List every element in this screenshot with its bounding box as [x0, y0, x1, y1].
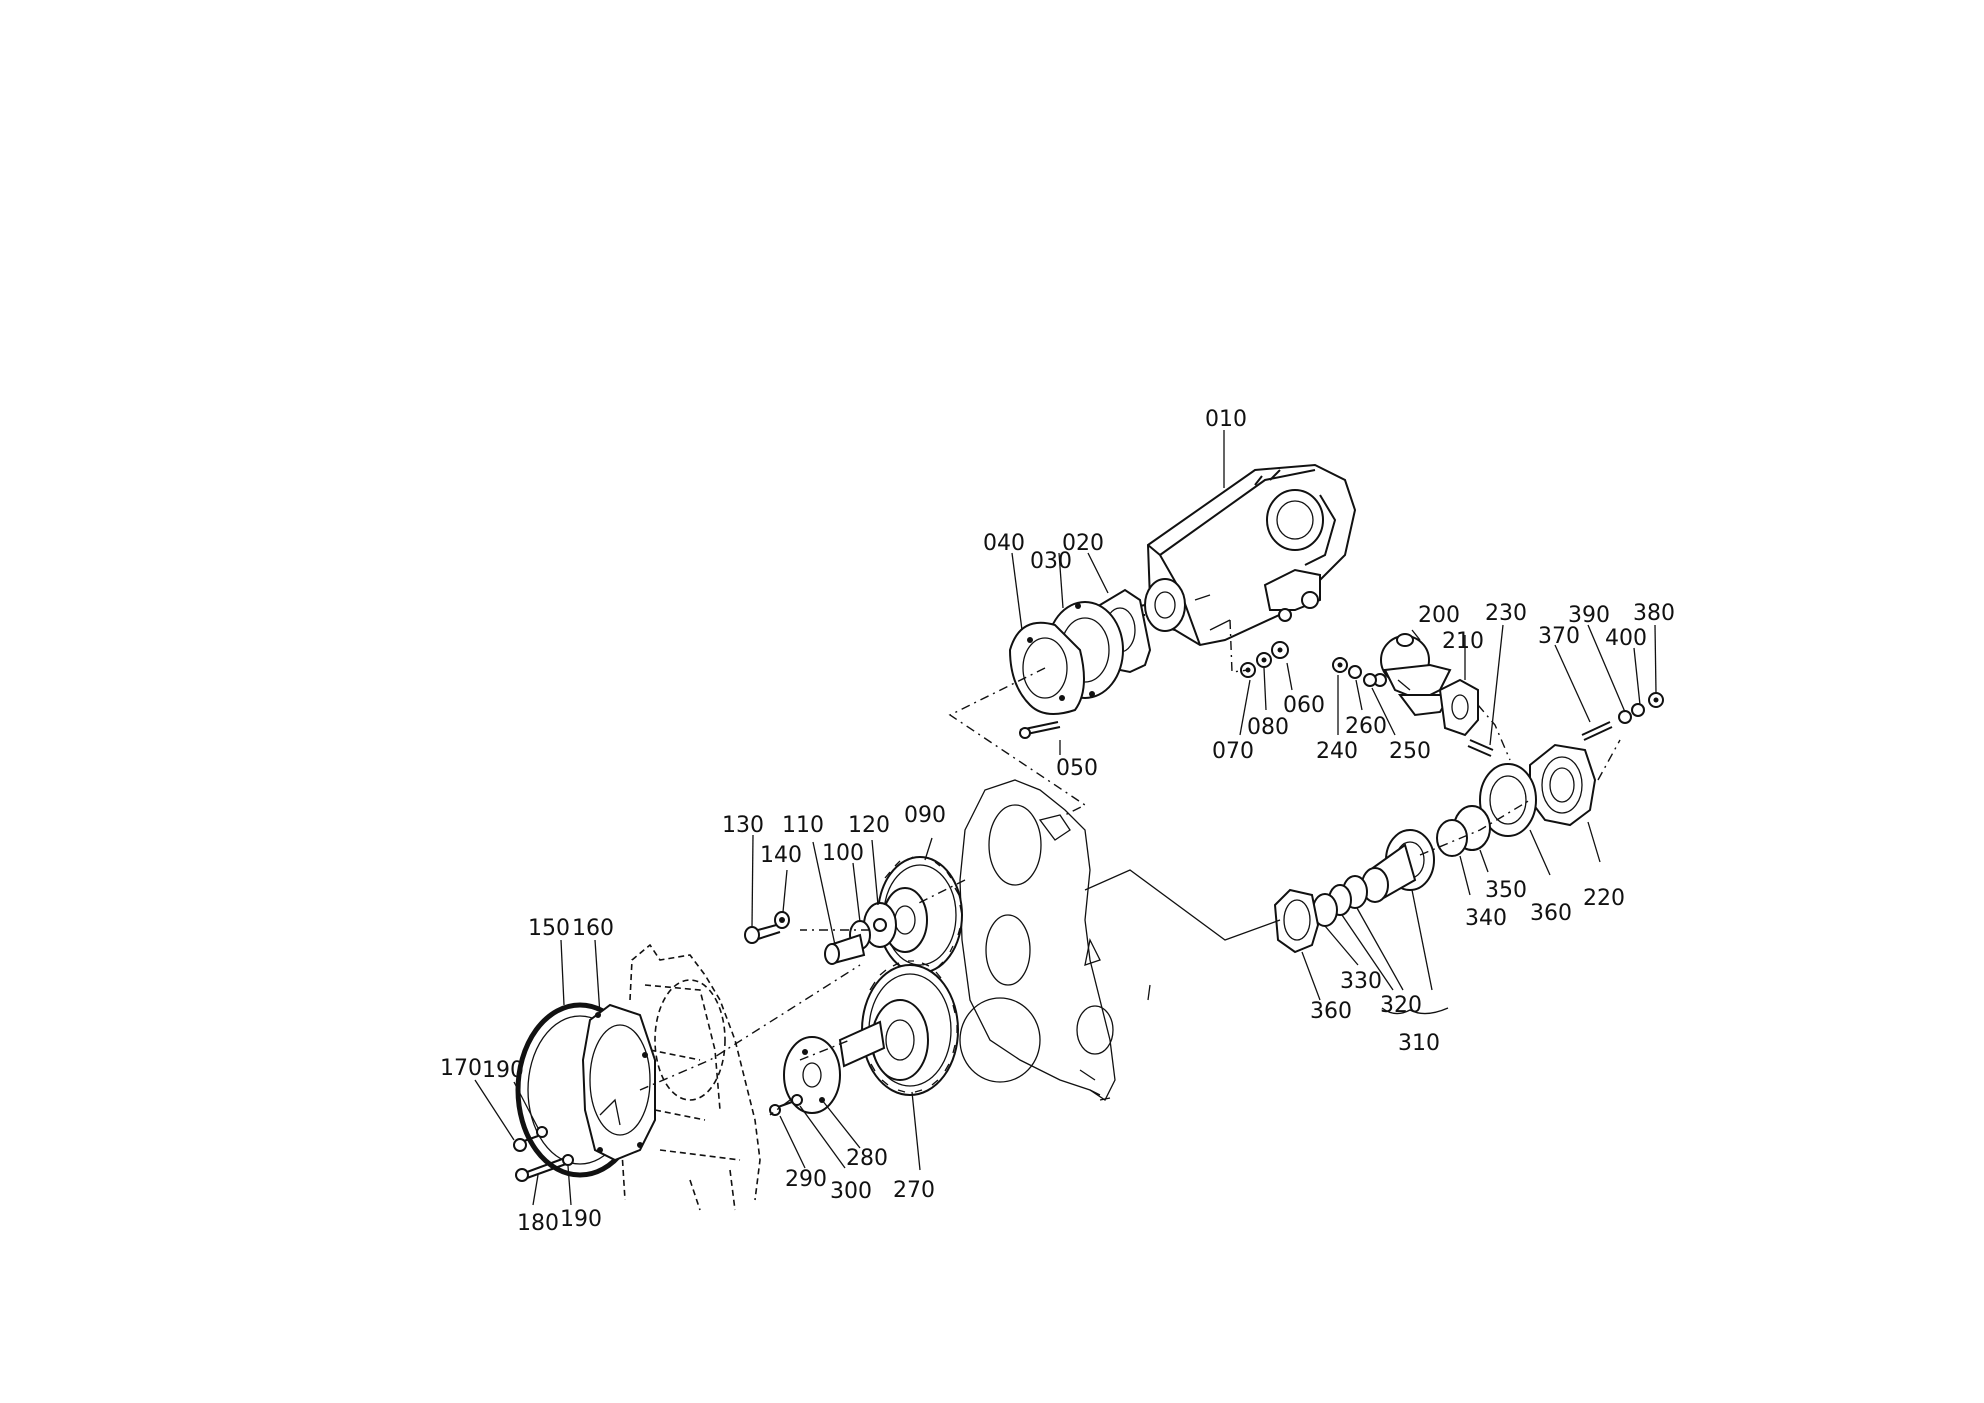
label-380: 380 — [1633, 601, 1675, 626]
label-390: 390 — [1568, 603, 1610, 628]
label-360-upper: 360 — [1530, 901, 1572, 926]
label-370: 370 — [1538, 624, 1580, 649]
label-290: 290 — [785, 1167, 827, 1192]
label-070: 070 — [1212, 739, 1254, 764]
label-110: 110 — [782, 813, 824, 838]
label-050: 050 — [1056, 756, 1098, 781]
nut-240 — [1332, 657, 1348, 673]
washer-300 — [791, 1094, 803, 1106]
label-100: 100 — [822, 841, 864, 866]
nut-060 — [1271, 641, 1289, 659]
label-090: 090 — [904, 803, 946, 828]
bolt-180 — [515, 1157, 567, 1182]
label-310: 310 — [1398, 1031, 1440, 1056]
plate-040 — [1008, 621, 1085, 715]
label-210: 210 — [1442, 629, 1484, 654]
bolt-130 — [744, 923, 781, 944]
stud-370 — [1581, 721, 1613, 741]
washer-390 — [1618, 710, 1632, 724]
washer-400 — [1631, 703, 1645, 717]
leader-lines — [474, 430, 1657, 1206]
housing-220 — [1529, 743, 1597, 827]
label-320: 320 — [1380, 993, 1422, 1018]
washer-080 — [1256, 652, 1272, 668]
label-190-upper: 190 — [482, 1058, 524, 1083]
label-280: 280 — [846, 1146, 888, 1171]
label-200: 200 — [1418, 603, 1460, 628]
label-260: 260 — [1345, 714, 1387, 739]
stud-230 — [1467, 739, 1494, 757]
label-400: 400 — [1605, 626, 1647, 651]
washer-190-lower — [562, 1154, 574, 1166]
camshaft-280 — [783, 1020, 886, 1114]
label-300: 300 — [830, 1179, 872, 1204]
label-160: 160 — [572, 916, 614, 941]
label-080: 080 — [1247, 715, 1289, 740]
washer-140 — [774, 911, 790, 929]
label-330: 330 — [1340, 969, 1382, 994]
idle-shaft-110 — [824, 933, 866, 965]
label-250: 250 — [1389, 739, 1431, 764]
bolt-170 — [513, 1135, 539, 1152]
label-270: 270 — [893, 1178, 935, 1203]
part-labels: 010 020 030 040 050 060 070 080 090 100 … — [440, 407, 1675, 1236]
label-150: 150 — [528, 916, 570, 941]
injection-pump — [1126, 463, 1357, 647]
washer-260 — [1348, 665, 1362, 679]
label-030: 030 — [1030, 549, 1072, 574]
gasket-360-lower — [1273, 888, 1320, 954]
feed-pump-200 — [1373, 633, 1452, 717]
oring-340 — [1436, 819, 1468, 857]
label-230: 230 — [1485, 601, 1527, 626]
label-190-lower: 190 — [560, 1207, 602, 1232]
label-170: 170 — [440, 1056, 482, 1081]
label-340: 340 — [1465, 906, 1507, 931]
label-120: 120 — [848, 813, 890, 838]
label-130: 130 — [722, 813, 764, 838]
stud-050 — [1019, 721, 1061, 739]
label-220: 220 — [1583, 886, 1625, 911]
drive-assembly-310 — [1361, 829, 1435, 903]
gasket-360-upper — [1479, 763, 1537, 837]
label-360-lower: 360 — [1310, 999, 1352, 1024]
label-240: 240 — [1316, 739, 1358, 764]
label-350: 350 — [1485, 878, 1527, 903]
label-040: 040 — [983, 531, 1025, 556]
cover-160 — [581, 1003, 656, 1162]
gear-case — [959, 779, 1151, 1101]
washer-190-upper — [536, 1126, 548, 1138]
label-010: 010 — [1205, 407, 1247, 432]
alignment-lines — [639, 619, 1621, 1116]
gear-270 — [861, 960, 959, 1096]
label-060: 060 — [1283, 693, 1325, 718]
washer-250 — [1363, 673, 1377, 687]
nut-380 — [1648, 692, 1664, 708]
gasket-210 — [1438, 678, 1479, 737]
label-140: 140 — [760, 843, 802, 868]
label-020: 020 — [1062, 531, 1104, 556]
label-180: 180 — [517, 1211, 559, 1236]
idle-gear-hub-120 — [863, 902, 897, 948]
